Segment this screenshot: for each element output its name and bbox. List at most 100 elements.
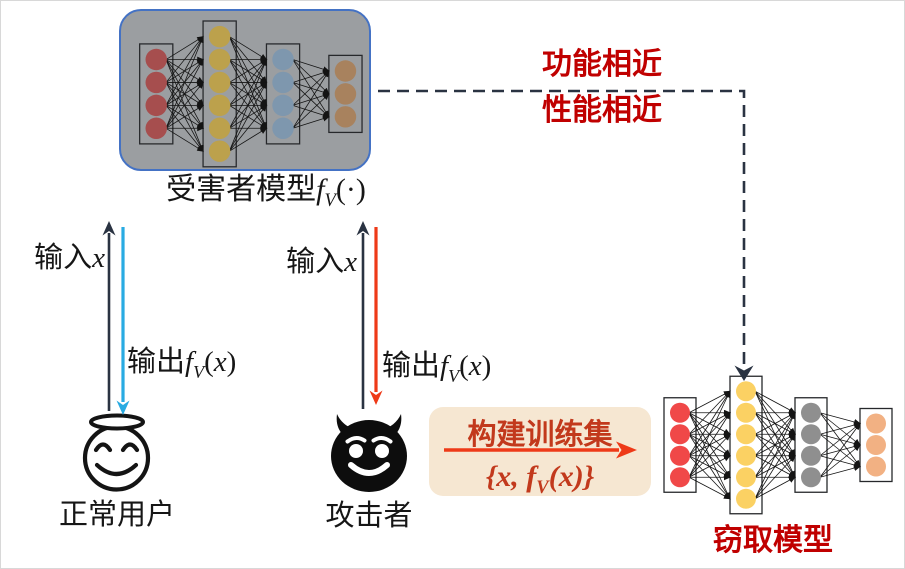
network-node (208, 25, 231, 48)
network-node (801, 467, 821, 488)
network-edge (229, 58, 268, 106)
layer-frame (139, 43, 174, 145)
training-set-formula: {x, fV(x)} (485, 460, 595, 498)
network-edge (292, 93, 330, 129)
network-node (145, 48, 167, 71)
network-edge (229, 81, 267, 152)
network-edge (165, 35, 204, 129)
network-edge (819, 422, 861, 478)
network-edge (229, 36, 268, 61)
attacker-label: 攻击者 (325, 500, 413, 532)
similarity-note: 功能相近 性能相近 (509, 42, 695, 134)
network-edge (165, 127, 204, 152)
network-edge (165, 104, 204, 129)
layer-frame (202, 20, 237, 168)
network-edge (292, 70, 330, 106)
network-edge (688, 390, 731, 478)
innocent-face-icon (82, 413, 151, 492)
network-node (334, 83, 357, 105)
network-edge (165, 36, 204, 60)
network-node (670, 402, 690, 423)
network-node (736, 424, 756, 445)
network-node (334, 106, 357, 128)
stolen-network (663, 375, 893, 515)
network-node (208, 48, 231, 71)
network-node (145, 117, 167, 140)
network-node (670, 424, 690, 445)
network-node (801, 402, 821, 423)
network-node (272, 94, 294, 117)
network-edge (819, 465, 861, 478)
network-edge (165, 58, 204, 129)
network-edge (292, 70, 330, 129)
normal-user-label: 正常用户 (58, 499, 175, 531)
network-edge (819, 422, 861, 435)
network-node (272, 117, 294, 140)
network-node (866, 435, 886, 455)
user-output-label: 输出fV(x) (127, 346, 237, 382)
network-edge (229, 58, 267, 152)
network-edge (229, 58, 267, 129)
devil-face-icon (331, 414, 407, 492)
network-node (272, 48, 294, 71)
network-edge (819, 444, 861, 478)
training-set-title: 构建训练集 (467, 419, 613, 451)
layer-frame (265, 43, 301, 145)
network-edge (688, 433, 731, 478)
network-node (208, 94, 231, 117)
network-node (670, 445, 690, 466)
network-edge (754, 412, 796, 435)
network-node (736, 381, 756, 402)
network-node (272, 71, 294, 94)
layer-frame (794, 397, 828, 493)
network-node (801, 424, 821, 445)
similarity-note-line2: 性能相近 (542, 94, 662, 127)
network-edge (754, 476, 796, 500)
network-edge (229, 127, 268, 152)
network-edge (292, 69, 330, 83)
attacker-output-label: 输出fV(x) (382, 350, 492, 386)
network-edge (165, 35, 204, 83)
similarity-note-line1: 功能相近 (542, 48, 662, 81)
stolen-model-label: 窃取模型 (713, 524, 833, 557)
network-node (208, 140, 231, 162)
training-set-box: 构建训练集 {x, fV(x)} (429, 407, 651, 498)
network-node (334, 60, 357, 82)
network-edge (688, 411, 731, 478)
network-node (736, 488, 756, 509)
network-edge (688, 455, 731, 478)
network-edge (688, 390, 731, 414)
attacker-input-label: 输入x (286, 246, 357, 278)
attacker-response-arrowhead (369, 390, 383, 405)
victim-model-box (119, 9, 371, 171)
network-edge (229, 104, 268, 152)
network-node (670, 467, 690, 488)
network-node (866, 456, 886, 477)
network-edge (754, 455, 796, 500)
attacker-request-arrowhead (356, 221, 370, 236)
network-node (145, 71, 167, 94)
network-edge (165, 35, 204, 106)
victim-network (139, 20, 363, 168)
network-node (736, 402, 756, 423)
network-edge (819, 422, 861, 457)
network-edge (229, 59, 268, 83)
network-edge (754, 390, 796, 414)
user-request-arrowhead (102, 221, 116, 236)
network-node (736, 467, 756, 488)
network-edge (292, 59, 330, 72)
user-input-label: 输入x (34, 242, 105, 274)
network-edge (688, 390, 731, 435)
network-edge (165, 81, 204, 129)
network-node (145, 94, 167, 117)
network-edge (754, 411, 796, 499)
network-node (208, 71, 231, 94)
network-edge (819, 412, 861, 425)
network-edge (292, 115, 330, 129)
network-edge (754, 411, 796, 478)
network-node (866, 413, 886, 434)
network-node (736, 445, 756, 466)
victim-model-label: 受害者模型fV(·) (166, 173, 366, 211)
network-edge (754, 433, 796, 499)
